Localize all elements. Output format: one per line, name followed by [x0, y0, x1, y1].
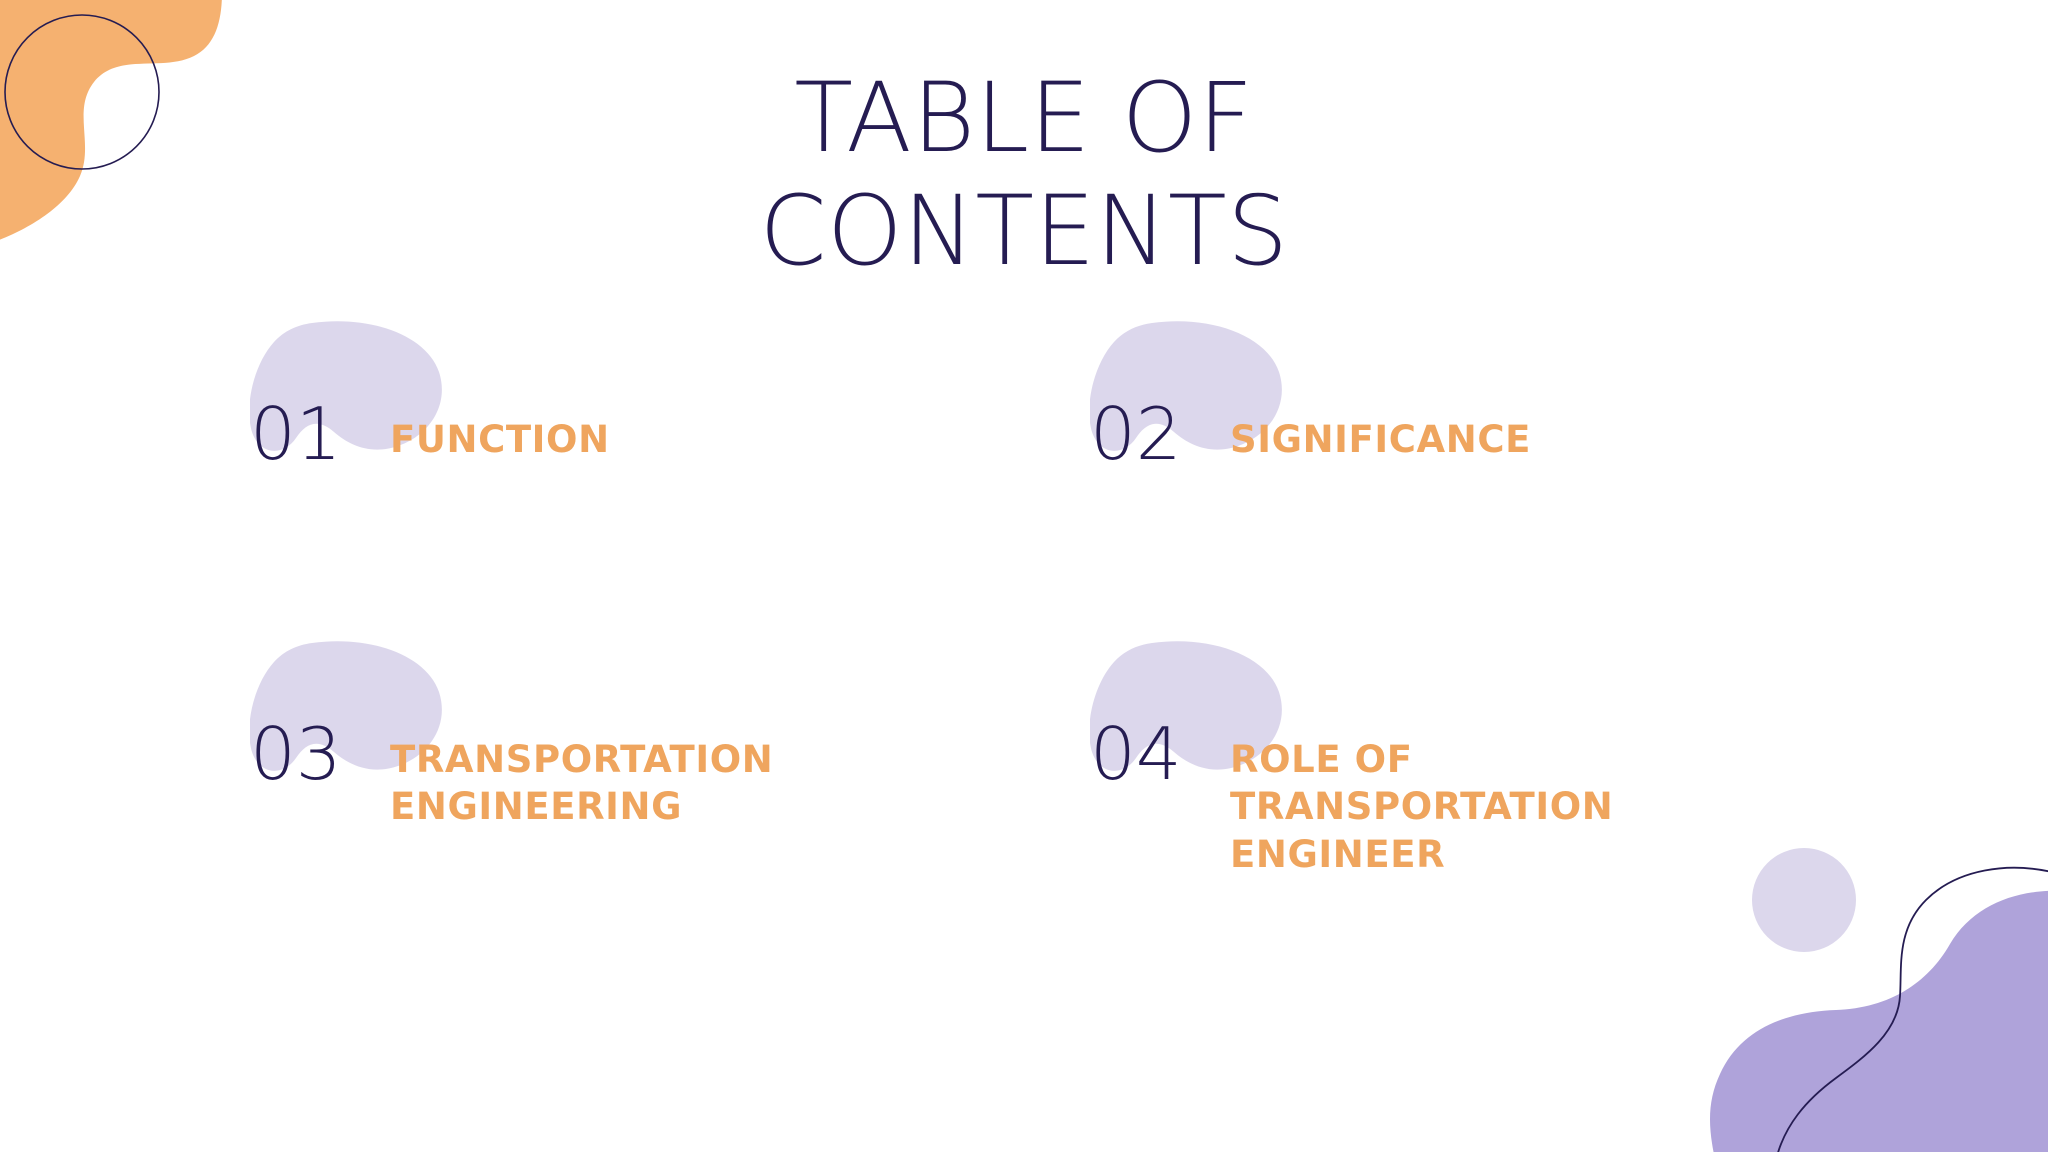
title-block: TABLE OF CONTENTS: [0, 62, 2048, 289]
lavender-blob-icon: [1090, 321, 1282, 451]
toc-item-row: 02 SIGNIFICANCE: [1090, 320, 1531, 470]
toc-item-04[interactable]: 04 ROLE OF TRANSPORTATION ENGINEER: [1090, 640, 1870, 878]
toc-item-02[interactable]: 02 SIGNIFICANCE: [1090, 320, 1870, 640]
lavender-blob-icon: [1090, 641, 1282, 771]
table-of-contents-list: 01 FUNCTION 02 SIGNIFICANCE 03 TRANSPORT…: [250, 320, 1870, 878]
toc-item-row: 03 TRANSPORTATION ENGINEERING: [250, 640, 773, 831]
toc-item-label: ROLE OF TRANSPORTATION ENGINEER: [1230, 738, 1614, 876]
toc-item-label: SIGNIFICANCE: [1230, 418, 1531, 461]
navy-wave-line: [1777, 866, 2048, 1152]
toc-item-row: 01 FUNCTION: [250, 320, 610, 470]
toc-item-number: 02: [1090, 392, 1182, 476]
toc-item-01[interactable]: 01 FUNCTION: [250, 320, 1090, 640]
purple-blob-shape: [1710, 890, 2048, 1152]
toc-item-number: 03: [250, 712, 342, 796]
lavender-blob-icon: [250, 641, 442, 771]
toc-item-number: 04: [1090, 712, 1182, 796]
page-title: TABLE OF CONTENTS: [759, 62, 1289, 288]
toc-item-row: 04 ROLE OF TRANSPORTATION ENGINEER: [1090, 640, 1613, 878]
toc-item-label: FUNCTION: [390, 418, 610, 461]
toc-item-number: 01: [250, 392, 342, 476]
lavender-blob-icon: [250, 321, 442, 451]
toc-item-label: TRANSPORTATION ENGINEERING: [390, 738, 774, 829]
toc-item-03[interactable]: 03 TRANSPORTATION ENGINEERING: [250, 640, 1090, 878]
